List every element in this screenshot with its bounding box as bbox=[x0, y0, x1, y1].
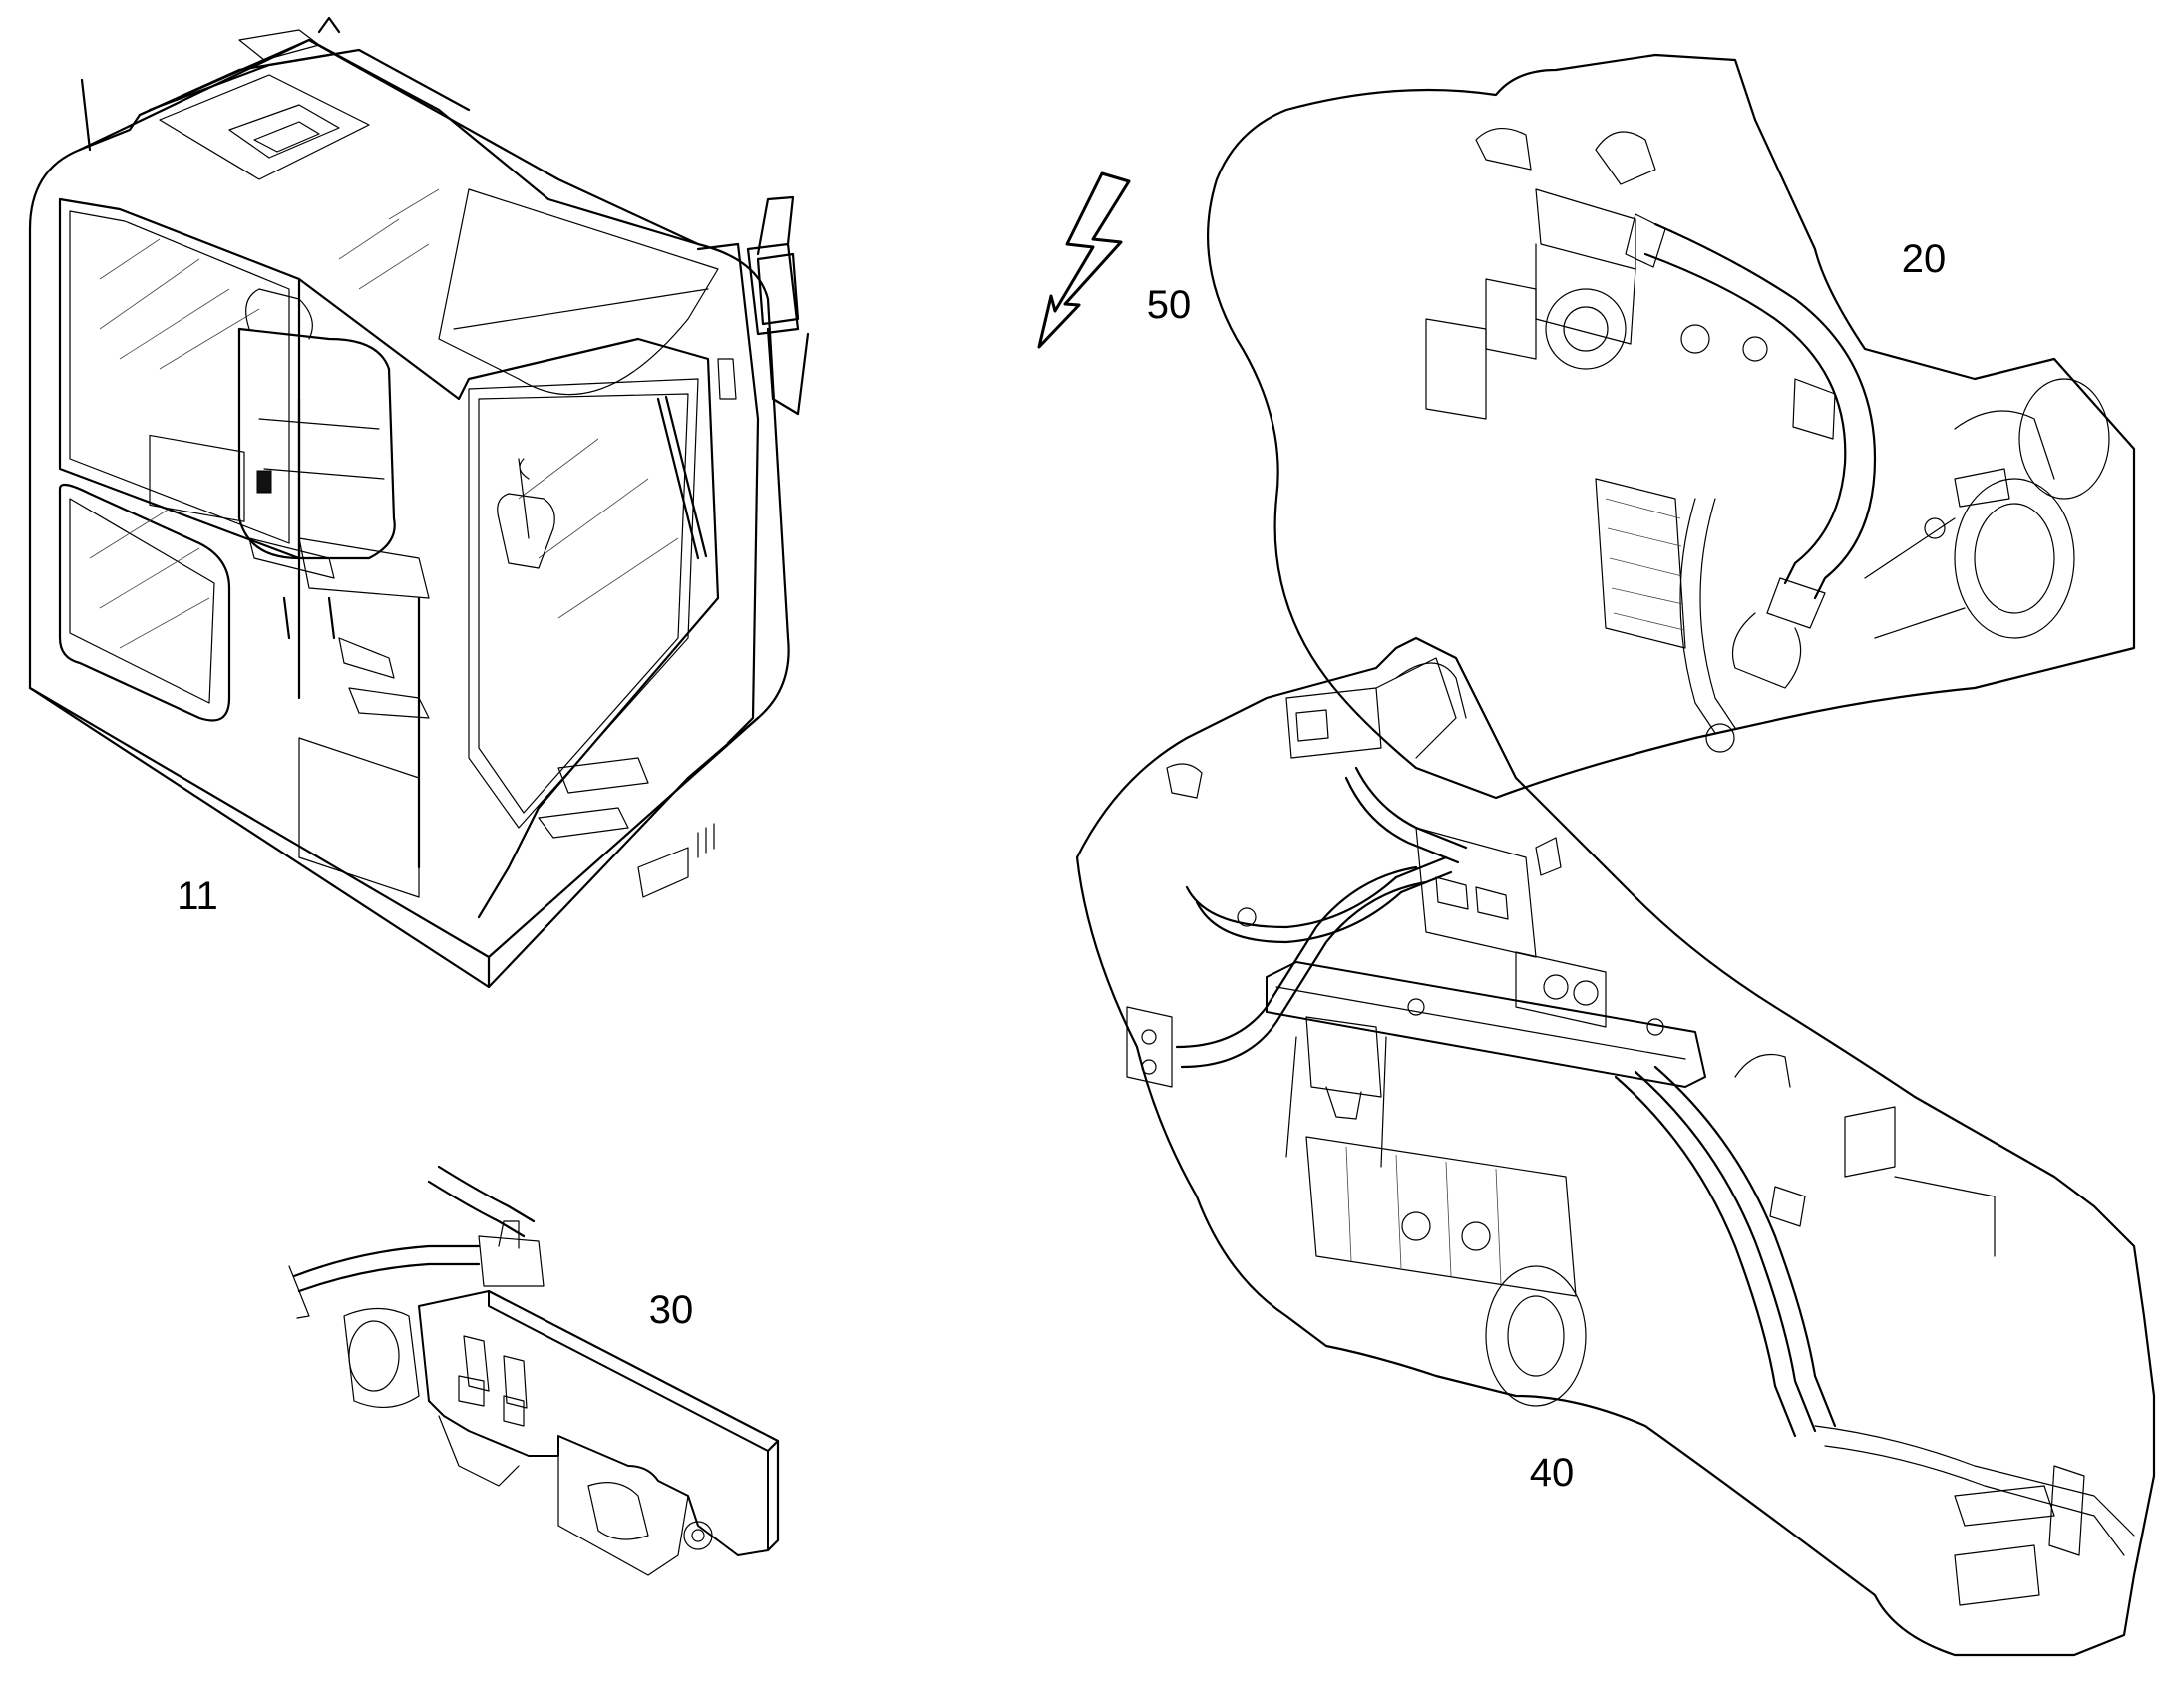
hose-pump-illustration bbox=[1206, 53, 2136, 800]
callout-20: 20 bbox=[1902, 237, 1947, 281]
callout-50: 50 bbox=[1147, 283, 1192, 327]
callout-11: 11 bbox=[177, 874, 218, 918]
cab-illustration bbox=[28, 16, 810, 989]
valve-block-illustration bbox=[1075, 636, 2156, 1657]
callout-30: 30 bbox=[649, 1288, 694, 1332]
lightning-bolt-icon bbox=[1037, 171, 1131, 349]
bracket-plate-illustration bbox=[288, 1165, 780, 1576]
callout-40: 40 bbox=[1530, 1451, 1575, 1495]
